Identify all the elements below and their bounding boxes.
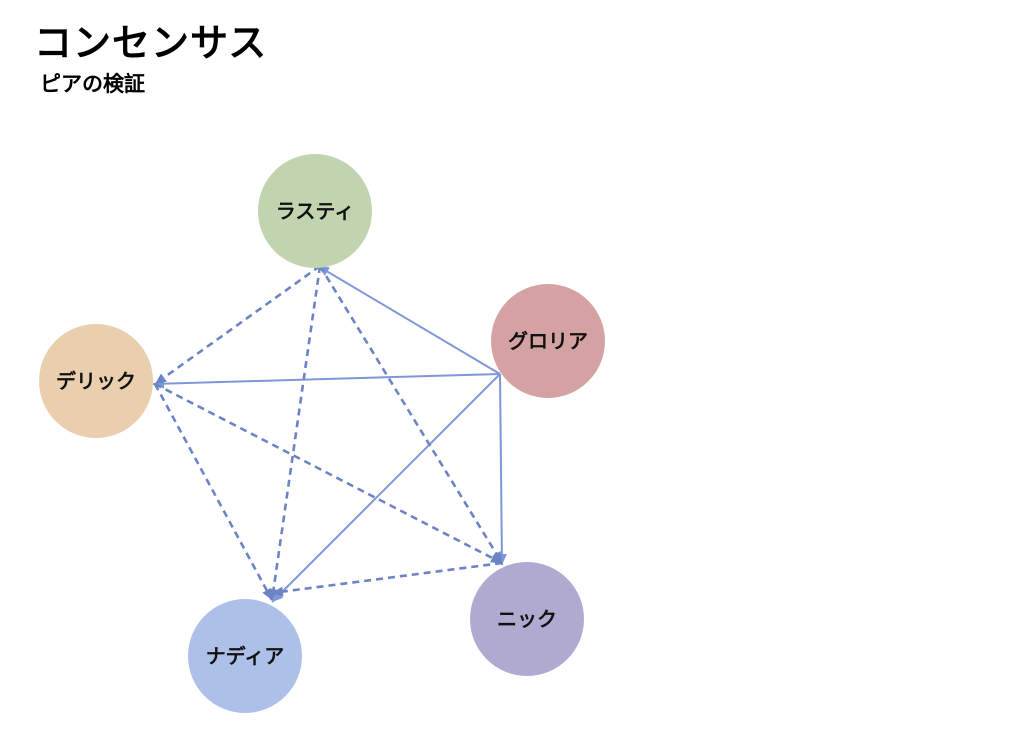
node-circle-derek xyxy=(39,324,153,438)
edge-nick-to-nadia xyxy=(271,561,503,597)
node-rusty: ラスティ xyxy=(258,154,372,268)
edge-gloria-to-nick xyxy=(496,373,507,566)
edge-gloria-to-rusty xyxy=(317,265,501,375)
edge-gloria-to-nadia xyxy=(271,373,501,603)
node-label-derek: デリック xyxy=(56,369,136,393)
node-gloria: グロリア xyxy=(491,284,605,398)
node-circle-nick xyxy=(470,562,584,676)
edge-rusty-to-nick xyxy=(318,265,504,564)
node-nick: ニック xyxy=(470,562,584,676)
node-derek: デリック xyxy=(39,324,153,438)
node-circle-gloria xyxy=(491,284,605,398)
node-label-nick: ニック xyxy=(497,607,557,631)
node-circle-rusty xyxy=(258,154,372,268)
edge-derek-to-nick xyxy=(154,382,503,565)
edge-rusty-to-derek xyxy=(154,264,321,386)
edge-derek-to-nadia xyxy=(153,383,274,601)
page-subtitle: ピアの検証 xyxy=(40,71,145,96)
edge-rusty-to-nadia xyxy=(268,265,322,601)
page-title: コンセンサス xyxy=(34,20,268,65)
node-circle-nadia xyxy=(188,599,302,713)
node-label-gloria: グロリア xyxy=(508,329,588,353)
edge-gloria-to-derek xyxy=(152,373,501,389)
node-nadia: ナディア xyxy=(188,599,302,713)
node-label-nadia: ナディア xyxy=(206,644,285,668)
edges-layer xyxy=(152,264,507,603)
node-label-rusty: ラスティ xyxy=(276,199,354,223)
